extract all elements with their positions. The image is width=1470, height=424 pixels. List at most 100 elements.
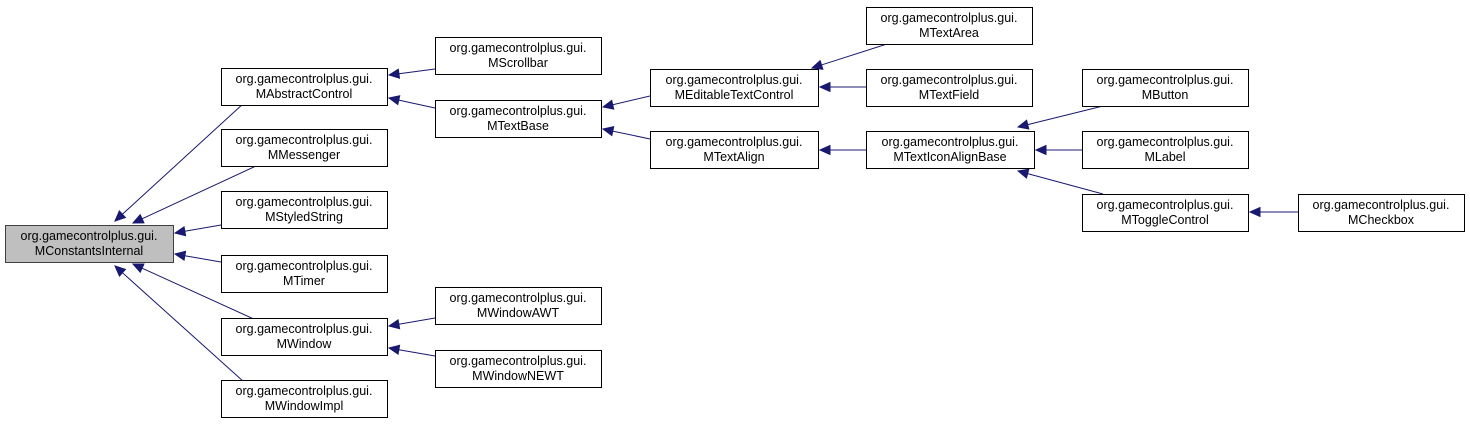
arrowhead bbox=[173, 250, 187, 261]
arrowhead bbox=[1016, 119, 1030, 130]
class-node-m-label[interactable]: org.gamecontrolplus.gui.MLabel bbox=[1082, 131, 1249, 169]
edge-m-window-to-m-constants-internal bbox=[131, 263, 257, 321]
class-node-m-text-base[interactable]: org.gamecontrolplus.gui.MTextBase bbox=[435, 100, 602, 138]
edge-line bbox=[1027, 173, 1104, 195]
class-node-box bbox=[650, 131, 819, 169]
class-package-label: org.gamecontrolplus.gui. bbox=[666, 135, 803, 149]
class-package-label: org.gamecontrolplus.gui. bbox=[21, 229, 158, 243]
class-package-label: org.gamecontrolplus.gui. bbox=[882, 135, 1019, 149]
edge-m-text-align-to-m-text-base bbox=[601, 126, 651, 140]
edge-m-button-to-m-text-icon-align-base bbox=[1016, 105, 1104, 130]
edge-line bbox=[122, 102, 245, 215]
class-node-m-abstract-control[interactable]: org.gamecontrolplus.gui.MAbstractControl bbox=[221, 68, 388, 106]
class-package-label: org.gamecontrolplus.gui. bbox=[236, 384, 373, 398]
class-node-m-messenger[interactable]: org.gamecontrolplus.gui.MMessenger bbox=[221, 129, 388, 167]
class-node-m-scrollbar[interactable]: org.gamecontrolplus.gui.MScrollbar bbox=[435, 37, 602, 75]
class-node-box bbox=[5, 225, 174, 263]
class-name-label: MToggleControl bbox=[1121, 213, 1209, 227]
class-node-box bbox=[866, 69, 1033, 107]
edges-layer bbox=[114, 43, 1298, 383]
class-name-label: MConstantsInternal bbox=[35, 244, 143, 258]
arrowhead bbox=[1248, 206, 1261, 218]
class-node-m-toggle-control[interactable]: org.gamecontrolplus.gui.MToggleControl bbox=[1082, 194, 1249, 232]
class-node-box bbox=[435, 350, 602, 388]
edge-m-toggle-control-to-m-text-icon-align-base bbox=[1016, 168, 1104, 195]
class-node-m-button[interactable]: org.gamecontrolplus.gui.MButton bbox=[1082, 69, 1249, 107]
arrowhead bbox=[1034, 144, 1047, 156]
edge-line bbox=[398, 317, 436, 325]
arrowhead bbox=[387, 344, 401, 355]
class-package-label: org.gamecontrolplus.gui. bbox=[1097, 198, 1234, 212]
class-package-label: org.gamecontrolplus.gui. bbox=[1097, 73, 1234, 87]
class-node-m-window-awt[interactable]: org.gamecontrolplus.gui.MWindowAWT bbox=[435, 287, 602, 325]
class-package-label: org.gamecontrolplus.gui. bbox=[881, 73, 1018, 87]
class-name-label: MLabel bbox=[1145, 150, 1186, 164]
arrowhead bbox=[131, 213, 145, 224]
nodes-layer: org.gamecontrolplus.gui.MConstantsIntern… bbox=[5, 7, 1465, 418]
class-package-label: org.gamecontrolplus.gui. bbox=[450, 354, 587, 368]
edge-m-messenger-to-m-constants-internal bbox=[131, 165, 257, 224]
edge-line bbox=[122, 272, 245, 383]
arrowhead bbox=[810, 59, 824, 70]
class-name-label: MTimer bbox=[283, 274, 325, 288]
class-node-box bbox=[1082, 194, 1249, 232]
class-node-box bbox=[1082, 131, 1249, 169]
class-name-label: MMessenger bbox=[268, 148, 340, 162]
edge-m-text-icon-align-base-to-m-text-align bbox=[818, 144, 866, 156]
arrowhead bbox=[173, 226, 187, 237]
edge-line bbox=[184, 224, 222, 232]
edge-line bbox=[398, 68, 436, 75]
class-node-box bbox=[866, 7, 1033, 45]
class-node-box bbox=[435, 100, 602, 138]
class-node-box bbox=[1082, 69, 1249, 107]
class-name-label: MWindowImpl bbox=[265, 399, 344, 413]
class-package-label: org.gamecontrolplus.gui. bbox=[450, 291, 587, 305]
class-node-m-text-area[interactable]: org.gamecontrolplus.gui.MTextArea bbox=[866, 7, 1033, 45]
edge-m-editable-text-control-to-m-text-base bbox=[601, 95, 651, 110]
class-node-m-timer[interactable]: org.gamecontrolplus.gui.MTimer bbox=[221, 255, 388, 293]
class-package-label: org.gamecontrolplus.gui. bbox=[236, 72, 373, 86]
edge-m-text-field-to-m-editable-text-control bbox=[818, 81, 866, 93]
edge-line bbox=[612, 95, 651, 106]
class-node-m-window[interactable]: org.gamecontrolplus.gui.MWindow bbox=[221, 318, 388, 356]
class-node-m-text-field[interactable]: org.gamecontrolplus.gui.MTextField bbox=[866, 69, 1033, 107]
class-node-box bbox=[221, 380, 388, 418]
edge-m-scrollbar-to-m-abstract-control bbox=[387, 68, 436, 79]
arrowhead bbox=[1016, 168, 1030, 179]
arrowhead bbox=[818, 81, 831, 93]
arrowhead bbox=[387, 95, 401, 106]
arrowhead bbox=[601, 126, 615, 137]
class-node-box bbox=[221, 68, 388, 106]
class-package-label: org.gamecontrolplus.gui. bbox=[1313, 198, 1450, 212]
class-name-label: MTextAlign bbox=[703, 150, 764, 164]
edge-m-text-area-to-m-editable-text-control bbox=[810, 43, 888, 70]
edge-m-abstract-control-to-m-constants-internal bbox=[114, 102, 245, 222]
class-node-box bbox=[435, 287, 602, 325]
class-package-label: org.gamecontrolplus.gui. bbox=[666, 73, 803, 87]
class-package-label: org.gamecontrolplus.gui. bbox=[881, 11, 1018, 25]
edge-line bbox=[141, 267, 257, 321]
class-node-box bbox=[221, 255, 388, 293]
edge-m-checkbox-to-m-toggle-control bbox=[1248, 206, 1298, 218]
class-node-box bbox=[1298, 194, 1465, 232]
arrowhead bbox=[387, 68, 401, 79]
edge-line bbox=[398, 349, 436, 357]
class-node-m-checkbox[interactable]: org.gamecontrolplus.gui.MCheckbox bbox=[1298, 194, 1465, 232]
class-node-m-constants-internal: org.gamecontrolplus.gui.MConstantsIntern… bbox=[5, 225, 174, 263]
class-name-label: MButton bbox=[1142, 88, 1189, 102]
class-node-m-styled-string[interactable]: org.gamecontrolplus.gui.MStyledString bbox=[221, 191, 388, 229]
arrowhead bbox=[114, 265, 127, 277]
class-node-m-window-newt[interactable]: org.gamecontrolplus.gui.MWindowNEWT bbox=[435, 350, 602, 388]
class-name-label: MWindowNEWT bbox=[472, 369, 564, 383]
class-node-m-text-icon-align-base[interactable]: org.gamecontrolplus.gui.MTextIconAlignBa… bbox=[866, 131, 1035, 169]
class-node-m-window-impl[interactable]: org.gamecontrolplus.gui.MWindowImpl bbox=[221, 380, 388, 418]
class-node-box bbox=[221, 129, 388, 167]
class-node-box bbox=[221, 318, 388, 356]
class-package-label: org.gamecontrolplus.gui. bbox=[1097, 135, 1234, 149]
class-node-m-editable-text-control[interactable]: org.gamecontrolplus.gui.MEditableTextCon… bbox=[650, 69, 819, 107]
class-node-m-text-align[interactable]: org.gamecontrolplus.gui.MTextAlign bbox=[650, 131, 819, 169]
class-name-label: MAbstractControl bbox=[256, 87, 353, 101]
edge-m-styled-string-to-m-constants-internal bbox=[173, 224, 222, 237]
arrowhead bbox=[818, 144, 831, 156]
class-name-label: MWindow bbox=[277, 337, 333, 351]
